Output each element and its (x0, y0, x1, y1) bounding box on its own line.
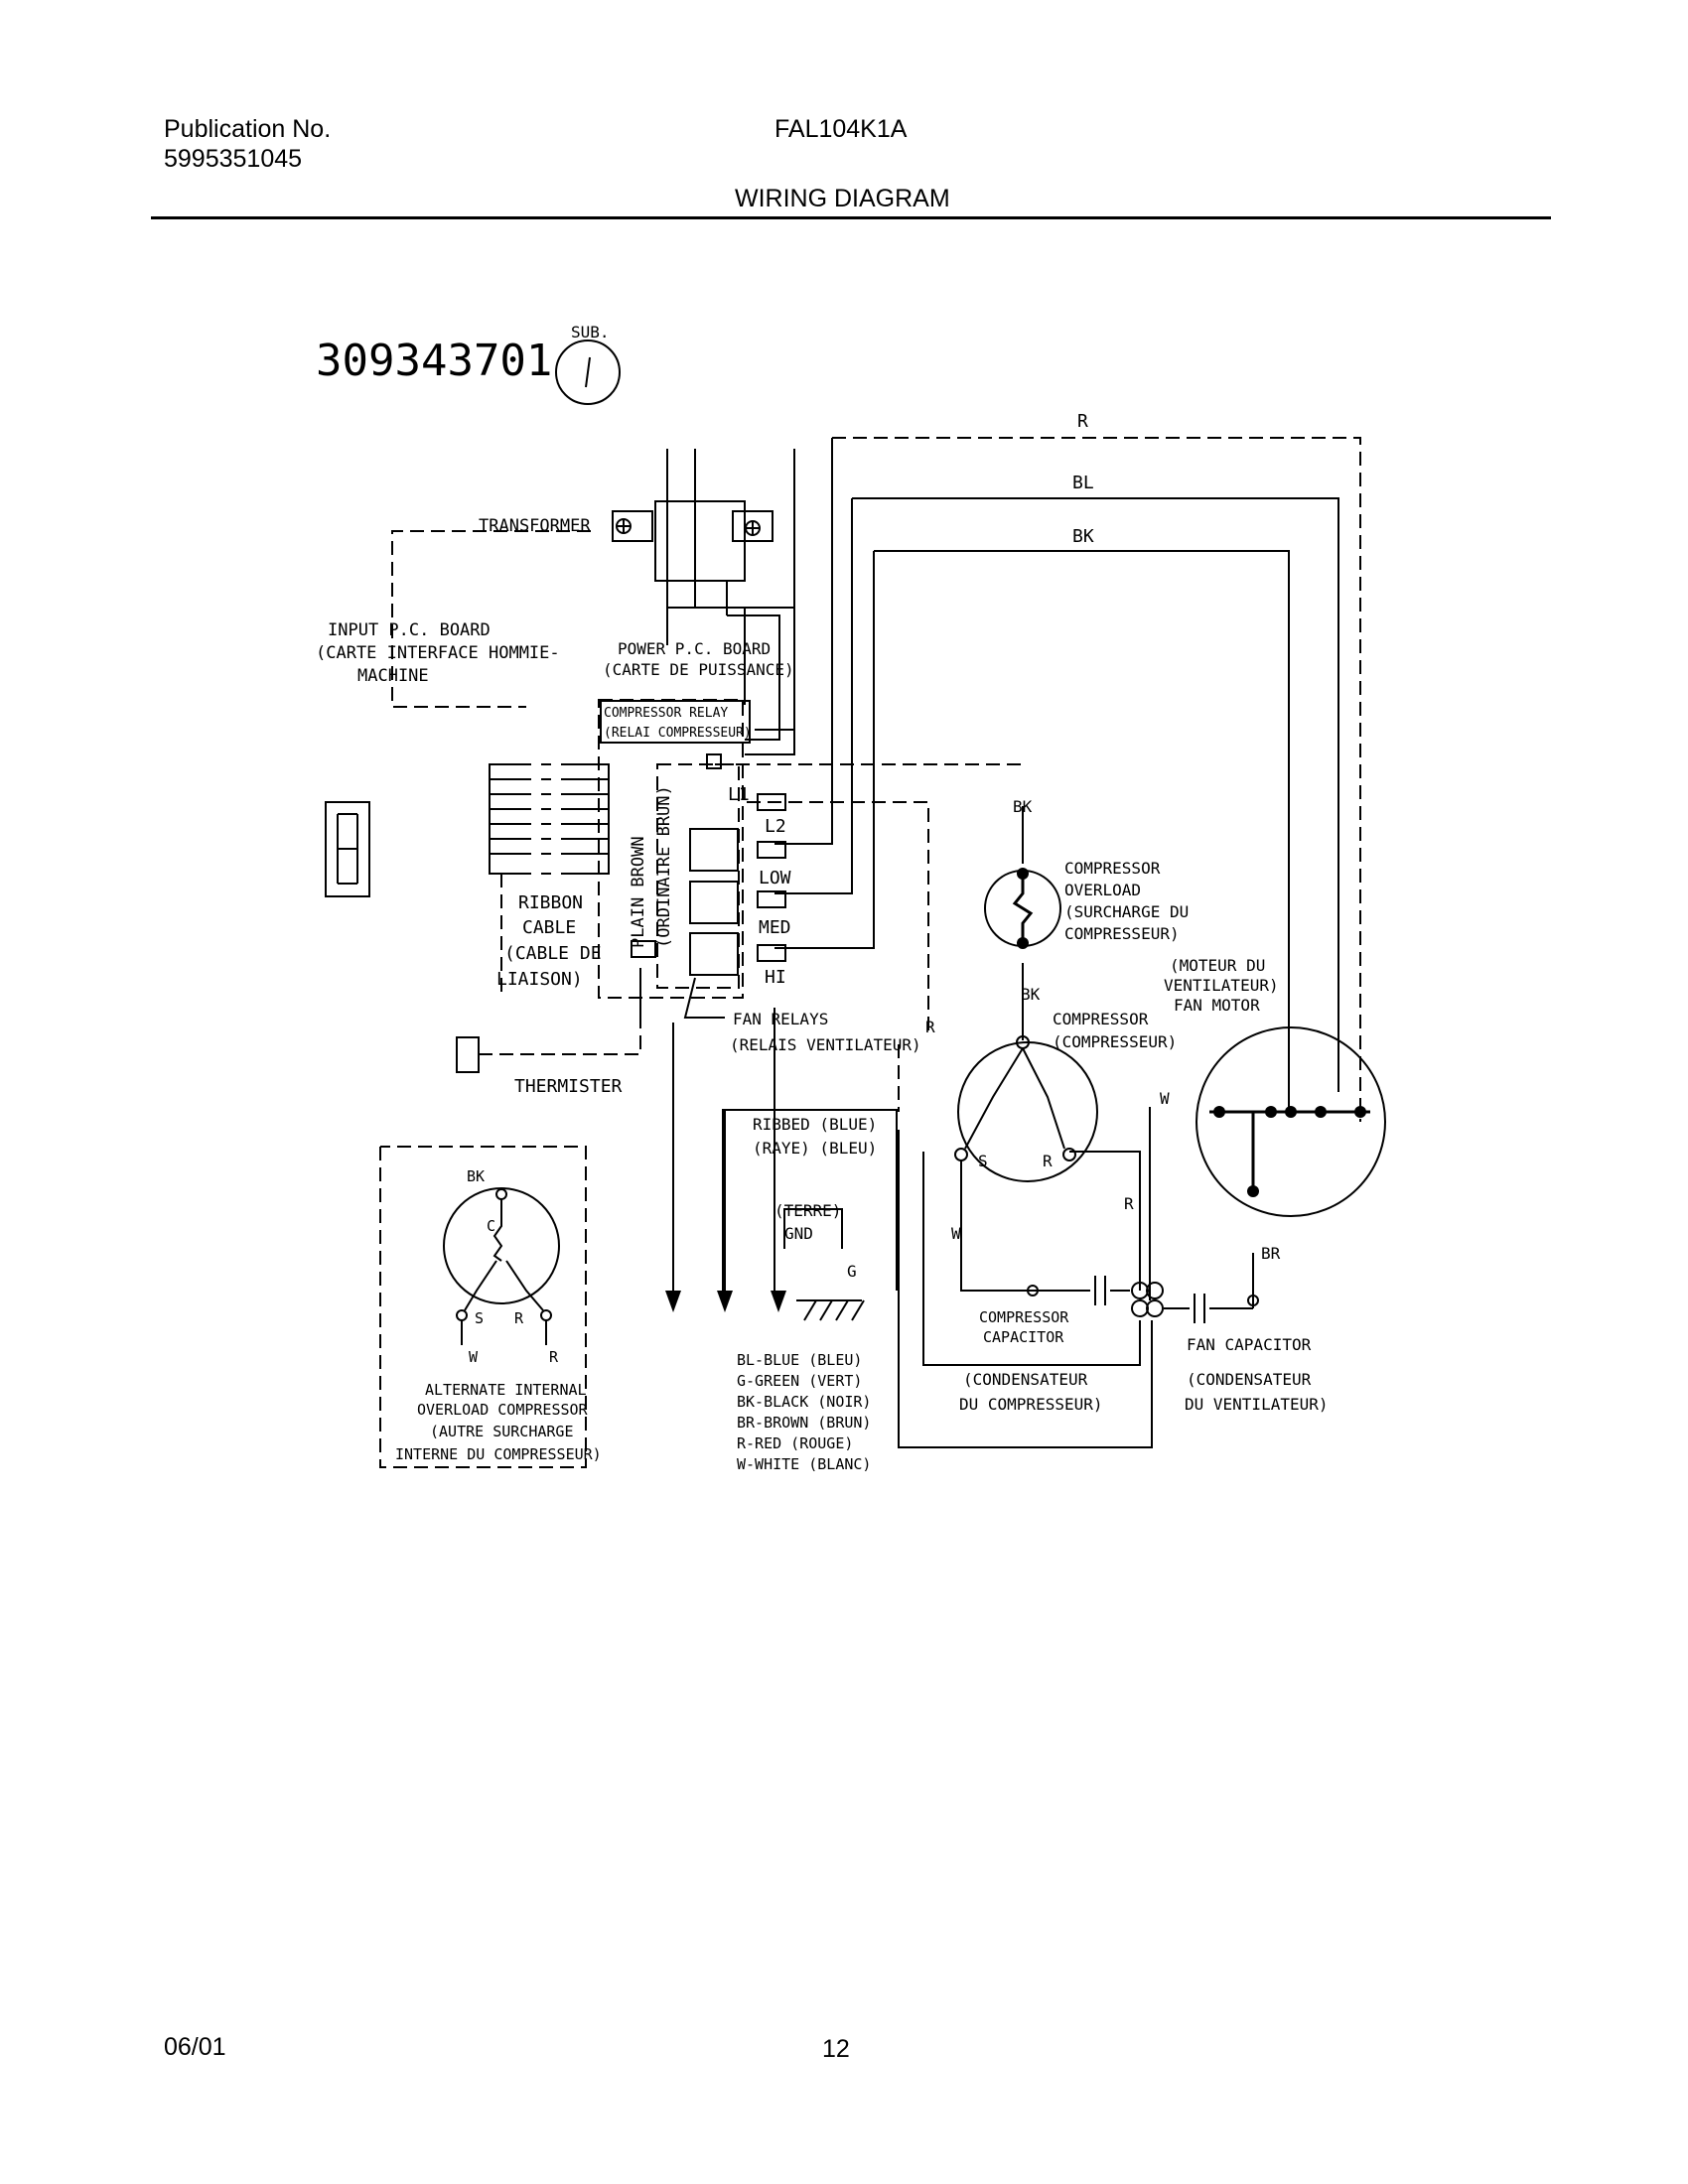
compressor-capacitor-label-1: COMPRESSOR (979, 1308, 1069, 1326)
compressor-terminal-r: R (1043, 1152, 1053, 1170)
condensateur-compresseur-label-2: DU COMPRESSEUR) (959, 1395, 1103, 1414)
sub-circle (555, 340, 621, 405)
l1-label: L1 (728, 784, 750, 805)
alternate-compressor (379, 1146, 587, 1468)
fan-motor-label-1: (MOTEUR DU (1170, 956, 1265, 975)
compressor-overload (984, 868, 1061, 949)
compressor-capacitor-label-2: CAPACITOR (983, 1328, 1064, 1346)
power-board-label-2: (CARTE DE PUISSANCE) (603, 660, 794, 679)
ribbed-label-2: (RAYE) (BLEU) (753, 1139, 877, 1158)
legend-item-green: G-GREEN (VERT) (737, 1372, 862, 1390)
model-number: FAL104K1A (774, 115, 908, 143)
thermistor (456, 1023, 641, 1073)
alt-wire-r: R (549, 1348, 559, 1366)
wire-label-w-comp: W (951, 1224, 961, 1243)
compressor-terminal-s: S (978, 1152, 988, 1170)
gnd-label: GND (784, 1224, 813, 1243)
condensateur-compresseur-label-1: (CONDENSATEUR (963, 1370, 1088, 1389)
footer-date: 06/01 (164, 2033, 226, 2061)
wire-label-r-side: R (925, 1018, 935, 1036)
ribbon-cable (489, 759, 610, 993)
fan-motor-label-2: VENTILATEUR) (1164, 976, 1279, 995)
ribbon-label-3: (CABLE DE (504, 943, 602, 964)
low-label: LOW (759, 868, 791, 888)
hi-label: HI (765, 967, 786, 988)
alt-bk-label: BK (467, 1167, 485, 1185)
wire-label-br: BR (1261, 1244, 1281, 1263)
fan-motor (1196, 1026, 1386, 1217)
compressor-capacitor (1027, 1276, 1164, 1317)
compressor-label-2: (COMPRESSEUR) (1053, 1032, 1177, 1051)
thermistor-label: THERMISTER (514, 1076, 623, 1097)
harness-wires (391, 437, 1361, 1448)
legend-item-brown: BR-BROWN (BRUN) (737, 1414, 871, 1432)
wire-label-bk: BK (1072, 526, 1094, 547)
legend-item-white: W-WHITE (BLANC) (737, 1455, 871, 1473)
compressor-label-1: COMPRESSOR (1053, 1010, 1149, 1028)
wire-label-bl: BL (1072, 473, 1094, 493)
page-title: WIRING DIAGRAM (735, 185, 950, 212)
input-board-label-3: MACHINE (357, 666, 429, 686)
ribbon-label-2: CABLE (522, 917, 576, 938)
fan-relays-label-2: (RELAIS VENTILATEUR) (730, 1035, 921, 1054)
fan-capacitor-label: FAN CAPACITOR (1187, 1335, 1312, 1354)
compressor-motor (954, 1035, 1098, 1182)
med-label: MED (759, 917, 791, 938)
publication-label: Publication No. (164, 115, 332, 143)
page-number: 12 (822, 2035, 850, 2063)
legend-item-black: BK-BLACK (NOIR) (737, 1393, 871, 1411)
alt-label-4: INTERNE DU COMPRESSEUR) (395, 1445, 602, 1463)
ground-arrows (665, 1110, 786, 1312)
power-board-label-1: POWER P.C. BOARD (618, 639, 771, 658)
ribbon-label-1: RIBBON (518, 892, 583, 913)
wire-label-g: G (847, 1262, 857, 1281)
input-board-label-2: (CARTE INTERFACE HOMMIE- (316, 643, 560, 663)
input-board-label-1: INPUT P.C. BOARD (328, 620, 491, 640)
ribbon-label-4: LIAISON) (496, 969, 583, 990)
power-board (598, 699, 751, 999)
part-number: 309343701 (316, 336, 552, 386)
alt-terminal-r: R (514, 1309, 524, 1327)
alt-label-2: OVERLOAD COMPRESSOR (417, 1401, 589, 1419)
ground-symbol (796, 1299, 865, 1321)
ribbed-label-1: RIBBED (BLUE) (753, 1115, 877, 1134)
fan-capacitor (1194, 1294, 1259, 1323)
compressor-overload-label-3: (SURCHARGE DU (1064, 902, 1189, 921)
compressor-relay-label-1: COMPRESSOR RELAY (604, 706, 728, 721)
alt-wire-w: W (469, 1348, 479, 1366)
wire-label-r: R (1077, 411, 1088, 432)
ordinaire-brun-label: (ORDINAIRE BRUN) (654, 785, 674, 948)
condensateur-ventilateur-label-2: DU VENTILATEUR) (1185, 1395, 1329, 1414)
legend-item-red: R-RED (ROUGE) (737, 1434, 853, 1452)
display-segments (325, 801, 370, 897)
compressor-overload-label-1: COMPRESSOR (1064, 859, 1161, 878)
publication-number: 5995351045 (164, 145, 303, 173)
wire-label-r-cap: R (1124, 1194, 1134, 1213)
compressor-overload-label-2: OVERLOAD (1064, 881, 1141, 899)
compressor-relay-label-2: (RELAI COMPRESSEUR) (604, 726, 752, 741)
terre-label: (TERRE) (774, 1201, 841, 1220)
transformer-label: TRANSFORMER (479, 516, 591, 536)
condensateur-ventilateur-label-1: (CONDENSATEUR (1187, 1370, 1312, 1389)
bk-label-top: BK (1013, 797, 1033, 816)
transformer (612, 500, 774, 615)
alt-label-3: (AUTRE SURCHARGE (430, 1423, 574, 1440)
fan-relays-label-1: FAN RELAYS (733, 1010, 828, 1028)
legend-item-blue: BL-BLUE (BLEU) (737, 1351, 862, 1369)
bk-label-mid: BK (1021, 985, 1041, 1004)
header-rule (151, 216, 1551, 219)
compressor-overload-label-4: COMPRESSEUR) (1064, 924, 1180, 943)
alt-label-1: ALTERNATE INTERNAL (425, 1381, 587, 1399)
fan-motor-label-3: FAN MOTOR (1174, 996, 1260, 1015)
fan-relay-contacts (631, 753, 786, 976)
plain-brown-label: PLAIN BROWN (629, 836, 648, 948)
sub-label: SUB. (571, 323, 610, 341)
wire-label-w-fan: W (1160, 1089, 1170, 1108)
alt-terminal-c: C (487, 1217, 495, 1235)
alt-terminal-s: S (475, 1309, 484, 1327)
l2-label: L2 (765, 816, 786, 837)
